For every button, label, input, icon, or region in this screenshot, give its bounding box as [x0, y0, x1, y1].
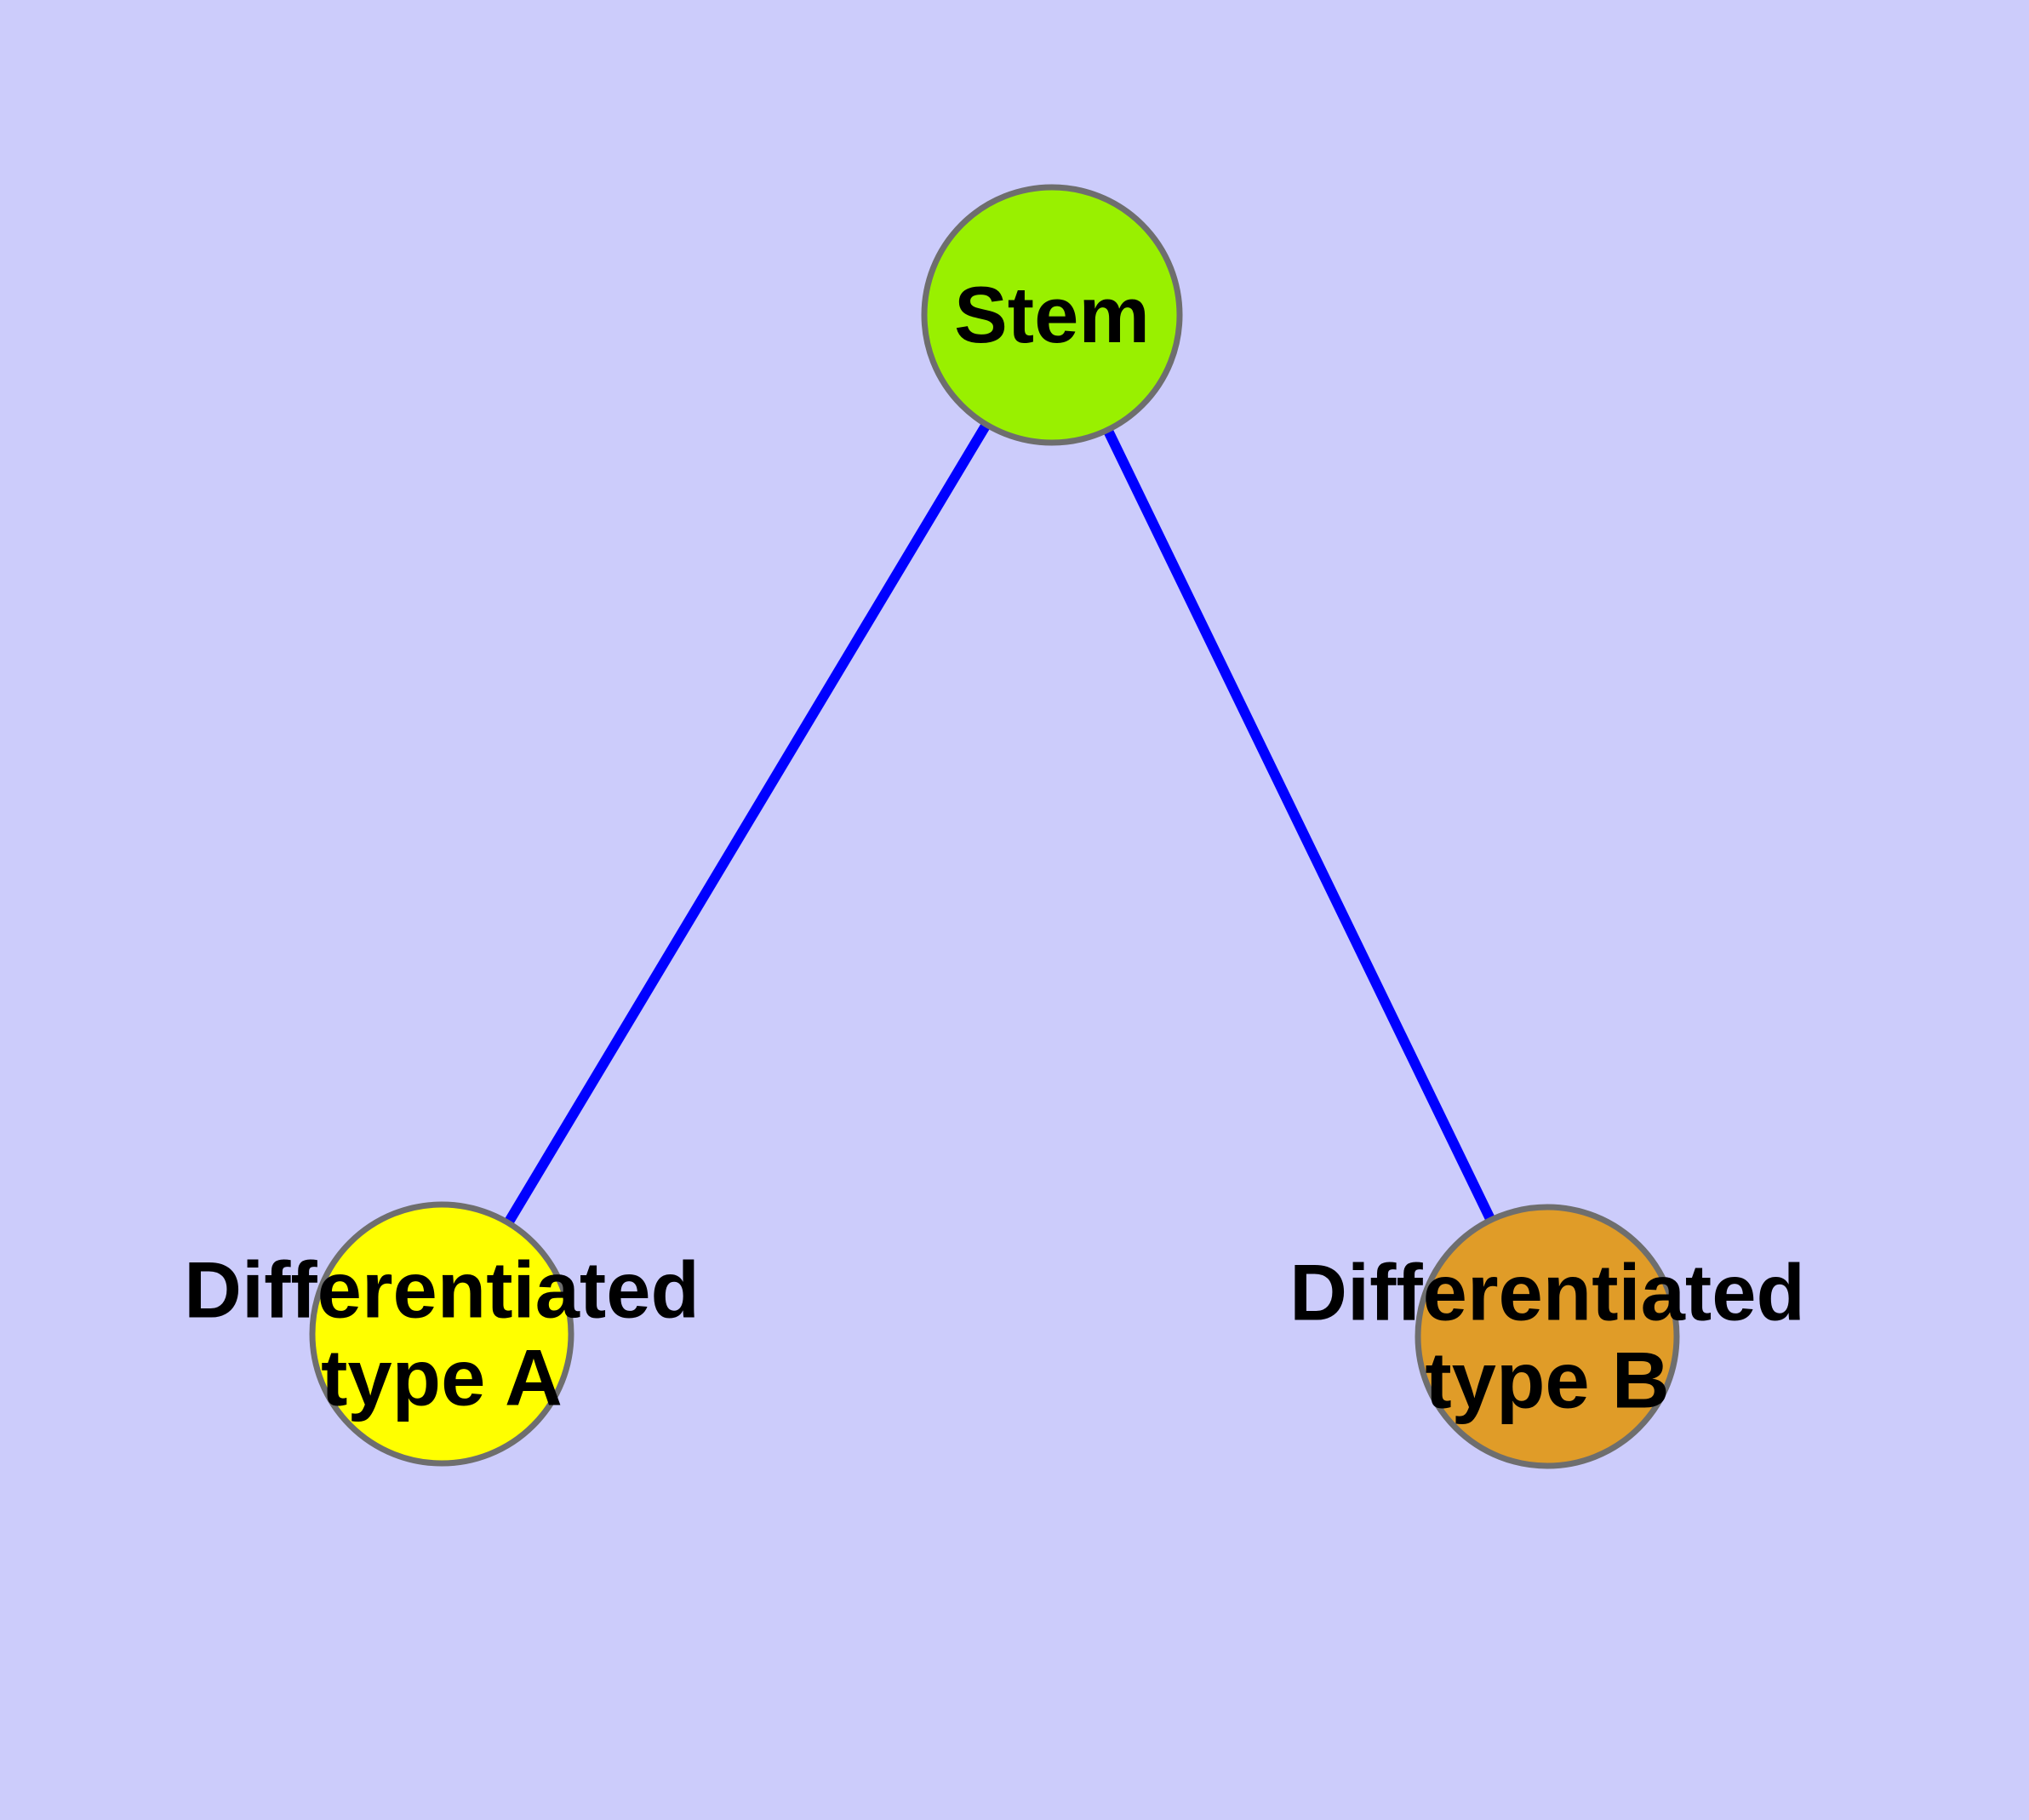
stem-node-circle[interactable]	[921, 184, 1183, 446]
stem-node-label: Stem	[954, 270, 1150, 359]
node-stem[interactable]	[921, 184, 1183, 446]
edge-stem-to-differentiated-type-a[interactable]	[437, 312, 1057, 1337]
node-differentiated-type-b[interactable]	[1415, 1204, 1680, 1469]
differentiated-type-a-node-circle[interactable]	[309, 1201, 574, 1467]
edge-stem-to-differentiated-type-b[interactable]	[1047, 312, 1552, 1339]
node-differentiated-type-a[interactable]	[309, 1201, 574, 1467]
node-layer	[309, 184, 1680, 1469]
edge-layer	[437, 312, 1552, 1339]
differentiated-type-b-node-circle[interactable]	[1415, 1204, 1680, 1469]
